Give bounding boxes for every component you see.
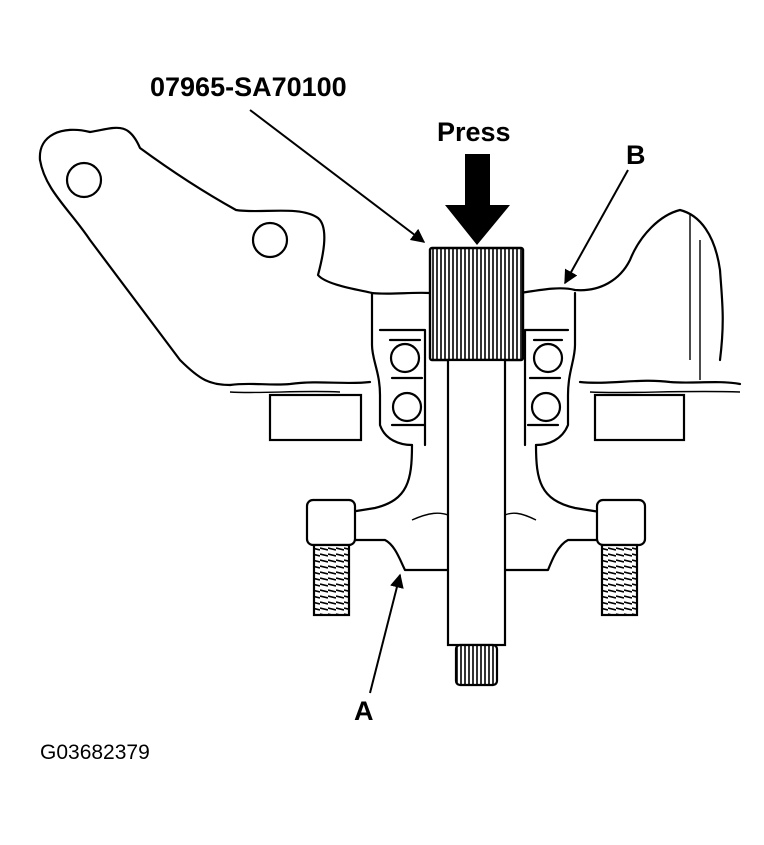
tool-number-label: 07965-SA70100 bbox=[150, 72, 347, 102]
callout-b-leader-line bbox=[564, 169, 629, 285]
hub-flange bbox=[348, 443, 602, 572]
support-block-right bbox=[593, 393, 686, 442]
tool-leader-line bbox=[249, 109, 426, 243]
bearing-balls bbox=[388, 338, 564, 427]
callout-a-label: A bbox=[354, 696, 374, 726]
driver-tool bbox=[428, 246, 525, 687]
bearing-housing bbox=[370, 291, 577, 447]
support-block-left bbox=[268, 393, 363, 442]
figure-code-label: G03682379 bbox=[40, 741, 150, 764]
knuckle-outline bbox=[38, 126, 724, 387]
callout-a-leader-line bbox=[369, 573, 404, 694]
press-label: Press bbox=[437, 117, 511, 147]
press-arrow bbox=[445, 154, 510, 245]
wheel-stud-right bbox=[595, 498, 647, 617]
callout-b-label: B bbox=[626, 140, 646, 170]
knuckle-lower-edge bbox=[228, 379, 742, 394]
wheel-stud-left bbox=[305, 498, 357, 617]
